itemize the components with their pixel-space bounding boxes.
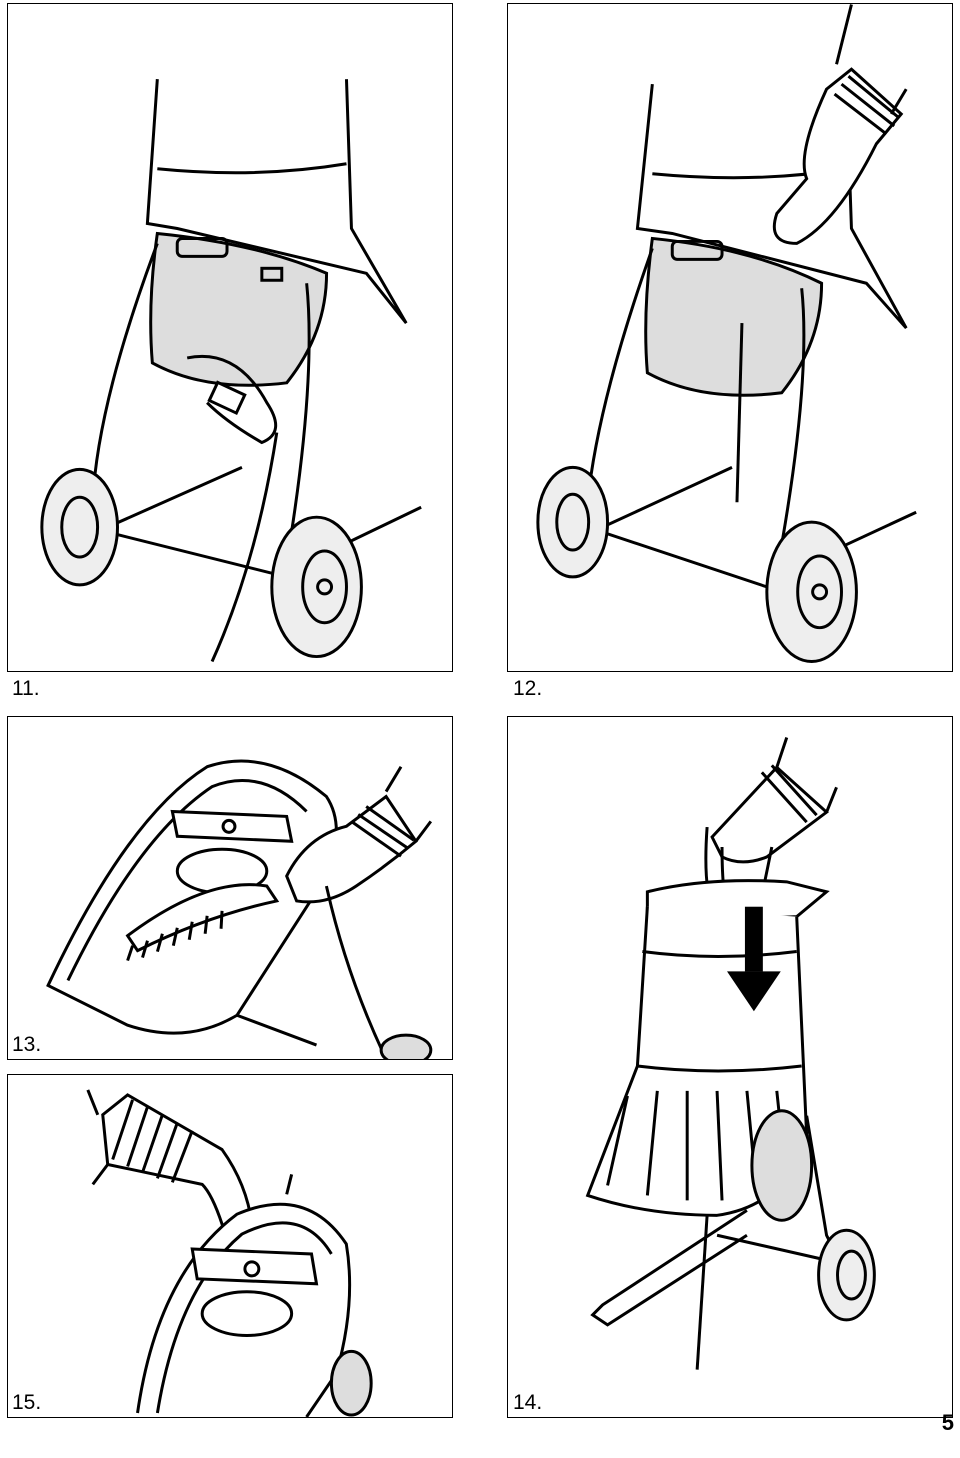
figure-14-illustration [585, 737, 876, 1370]
figure-12-illustration [536, 4, 917, 664]
figure-14-panel [507, 716, 953, 1418]
figure-11-label: 11. [12, 677, 40, 700]
figure-14-label: 14. [513, 1391, 543, 1414]
figure-15-illustration [86, 1089, 373, 1417]
figure-11-illustration [40, 79, 422, 663]
figure-11-panel [7, 3, 453, 672]
figure-13-panel [7, 716, 453, 1060]
figure-12-label: 12. [513, 677, 543, 700]
page-number: 5 [941, 1410, 954, 1435]
figure-12-panel [507, 3, 953, 672]
down-arrow-icon [727, 906, 781, 1012]
figure-13-label: 13. [12, 1033, 42, 1056]
figure-15-panel [7, 1074, 453, 1418]
figure-15-label: 15. [12, 1391, 42, 1414]
figure-13-illustration [46, 759, 433, 1059]
